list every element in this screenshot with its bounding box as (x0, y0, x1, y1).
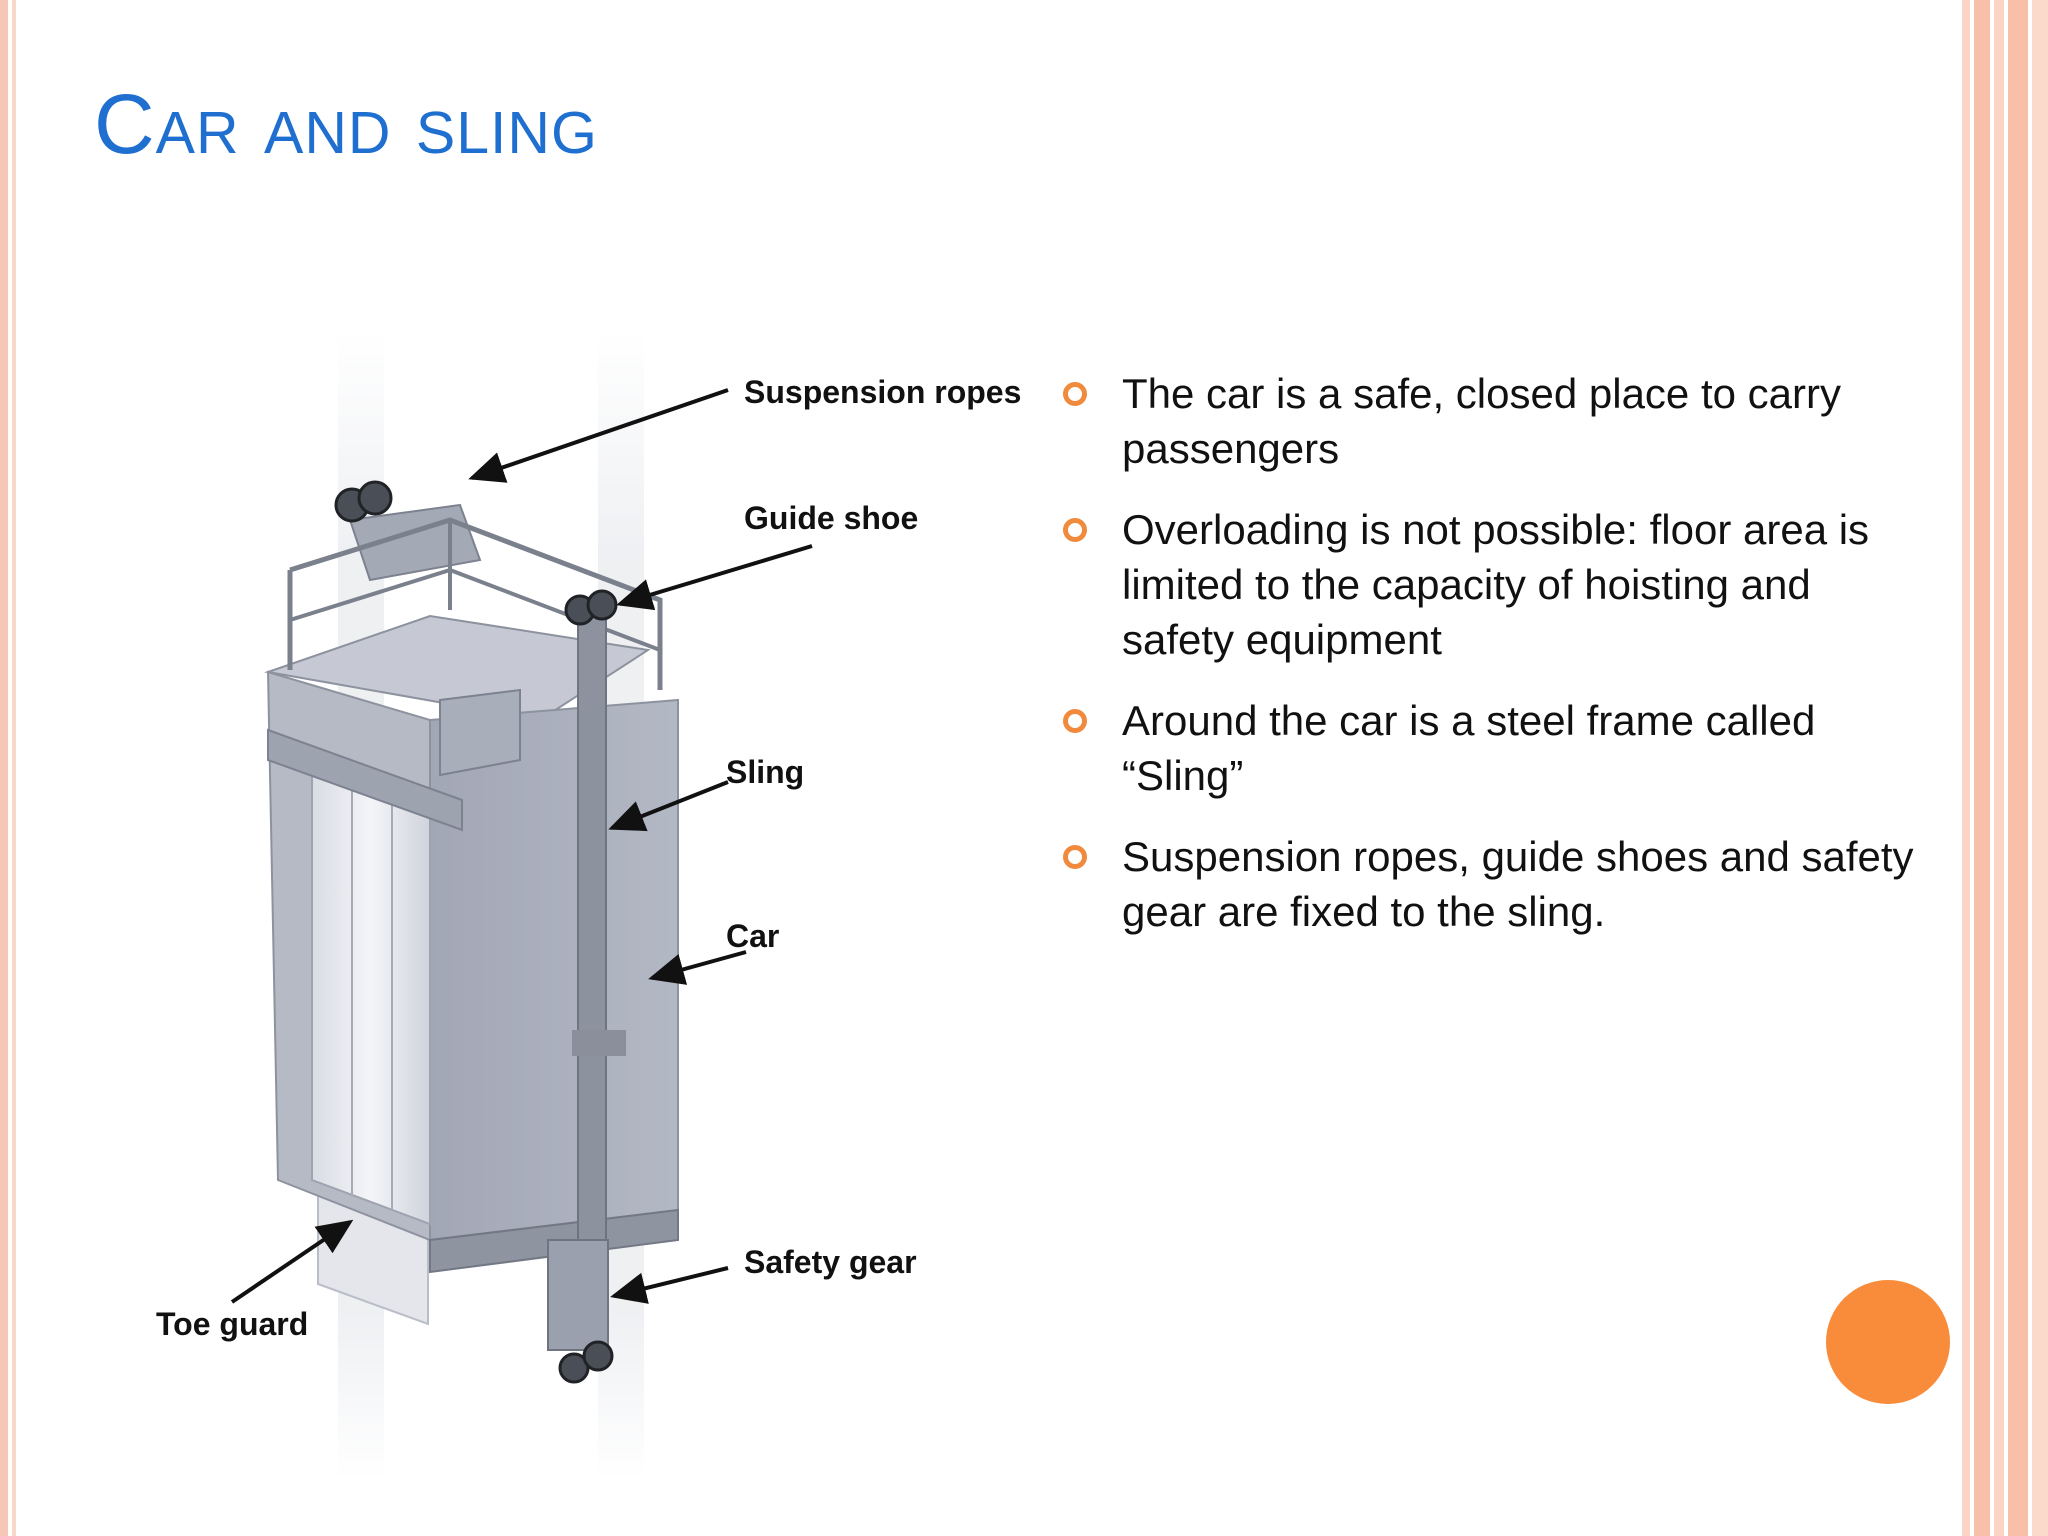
right-border-band (1962, 0, 1970, 1536)
callout-arrows (230, 388, 813, 1304)
arrow-safety-gear (610, 1266, 729, 1304)
bullet-text: Suspension ropes, guide shoes and safety… (1122, 833, 1914, 935)
label-safety-gear: Safety gear (744, 1244, 917, 1280)
bullet-item: Around the car is a steel frame called “… (1054, 693, 1934, 803)
left-border-decoration (0, 0, 8, 1536)
right-border-band (2008, 0, 2028, 1536)
label-car: Car (726, 918, 780, 954)
guide-shoe-rollers (334, 480, 618, 1384)
bullet-item: The car is a safe, closed place to carry… (1054, 366, 1934, 476)
left-border-decoration-inner (12, 0, 16, 1536)
label-toe-guard: Toe guard (156, 1306, 309, 1342)
arrow-toe-guard (230, 1219, 354, 1304)
bullet-text: Overloading is not possible: floor area … (1122, 506, 1870, 663)
bullet-ring-icon (1063, 382, 1087, 406)
right-border-band (1974, 0, 1990, 1536)
bullet-ring-icon (1063, 518, 1087, 542)
bullet-ring-icon (1063, 709, 1087, 733)
slide-title: Car and sling (94, 77, 598, 171)
arrow-guide-shoe (616, 544, 813, 611)
bullet-text: Around the car is a steel frame called “… (1122, 697, 1816, 799)
bullet-item: Suspension ropes, guide shoes and safety… (1054, 829, 1934, 939)
bullet-ring-icon (1063, 845, 1087, 869)
arrow-suspension-ropes (468, 388, 729, 483)
bullet-list: The car is a safe, closed place to carry… (1054, 366, 1934, 965)
label-suspension-ropes: Suspension ropes (744, 374, 1022, 410)
elevator-car-sling-diagram (230, 330, 813, 1480)
bullet-text: The car is a safe, closed place to carry… (1122, 370, 1841, 472)
decorative-orange-circle (1826, 1280, 1950, 1404)
right-border-band (1994, 0, 2004, 1536)
car-body (264, 503, 679, 1274)
arrow-car (648, 950, 747, 985)
right-border-band (2032, 0, 2048, 1536)
label-guide-shoe: Guide shoe (744, 500, 919, 536)
arrow-sling (608, 780, 729, 832)
label-sling: Sling (726, 754, 805, 790)
sling-frame (547, 609, 626, 1351)
bullet-item: Overloading is not possible: floor area … (1054, 502, 1934, 667)
